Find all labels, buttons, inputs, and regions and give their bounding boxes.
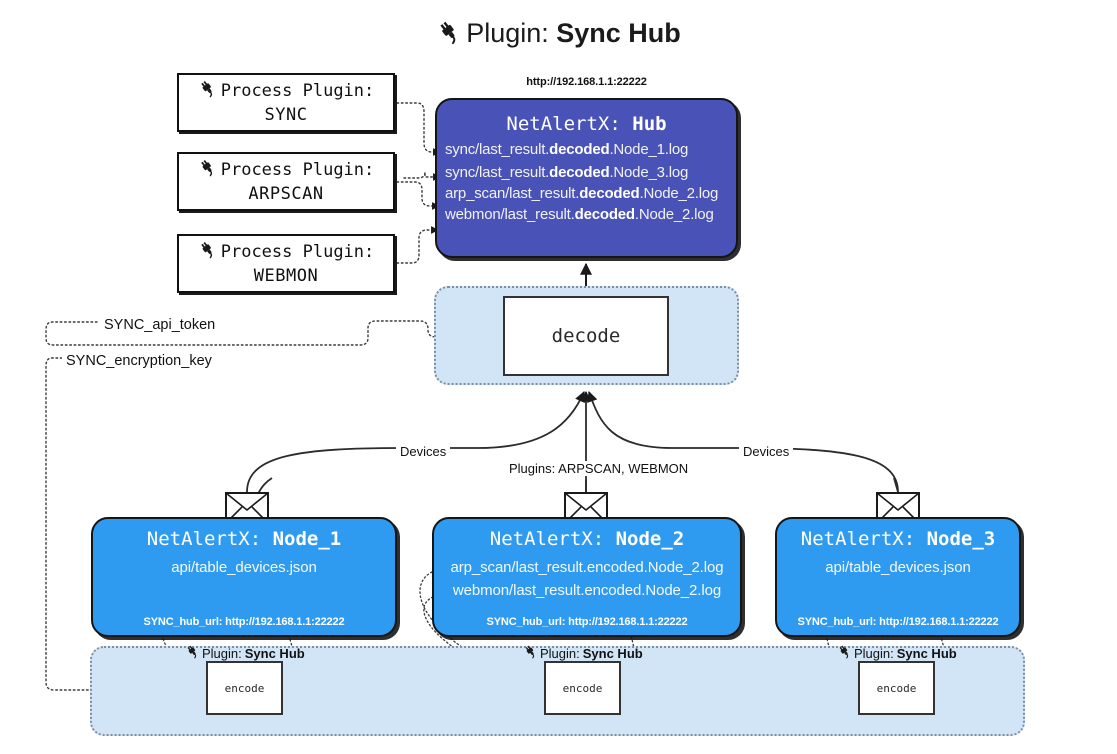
node-resource-line: api/table_devices.json <box>825 559 971 576</box>
plugin-tag-sync-hub: Plugin:Sync Hub <box>185 644 305 662</box>
node-card-node-2[interactable]: NetAlertX: Node_2 arp_scan/last_result.e… <box>432 517 742 637</box>
process-plugin-webmon-box[interactable]: Process Plugin: WEBMON <box>177 234 395 293</box>
plug-icon <box>198 158 217 183</box>
node-hub-url-footer: SYNC_hub_url: http://192.168.1.1:22222 <box>486 616 688 628</box>
sync-encryption-key-label: SYNC_encryption_key <box>62 353 216 369</box>
process-plugin-name: ARPSCAN <box>248 183 324 204</box>
node-title-prefix: NetAlertX: <box>146 528 262 550</box>
plugin-tag-prefix: Plugin: <box>540 645 580 661</box>
plugin-tag-prefix: Plugin: <box>202 645 242 661</box>
hub-title-name: Hub <box>632 113 667 135</box>
node-card-node-1[interactable]: NetAlertX: Node_1 api/table_devices.json… <box>91 517 397 637</box>
node-title-prefix: NetAlertX: <box>800 528 916 550</box>
hub-log-line: sync/last_result.decoded.Node_3.log <box>445 164 689 181</box>
node-resource-line: api/table_devices.json <box>171 559 317 576</box>
node-resource-line: webmon/last_result.encoded.Node_2.log <box>452 582 722 599</box>
node-title-name: Node_3 <box>926 528 996 550</box>
process-plugin-name: SYNC <box>264 104 308 125</box>
plugin-tag-sync-hub: Plugin:Sync Hub <box>837 644 957 662</box>
node-title-name: Node_2 <box>615 528 685 550</box>
encode-box[interactable]: encode <box>206 661 283 715</box>
process-plugin-arpscan-box[interactable]: Process Plugin: ARPSCAN <box>177 152 395 211</box>
page-title: Plugin: Sync Hub <box>0 18 1117 52</box>
hub-log-line: webmon/last_result.decoded.Node_2.log <box>445 206 714 223</box>
hub-title-prefix: NetAlertX: <box>506 113 621 135</box>
hub-log-line: sync/last_result.decoded.Node_1.log <box>445 141 689 158</box>
plug-icon <box>837 644 852 662</box>
plugin-tag-name: Sync Hub <box>582 645 643 661</box>
node-hub-url-footer: SYNC_hub_url: http://192.168.1.1:22222 <box>143 616 345 628</box>
plugin-tag-sync-hub: Plugin:Sync Hub <box>523 644 643 662</box>
plugin-tag-prefix: Plugin: <box>854 645 894 661</box>
encode-box[interactable]: encode <box>858 661 935 715</box>
hub-url-label: http://192.168.1.1:22222 <box>526 76 647 88</box>
process-plugin-label: Process Plugin: <box>220 81 375 102</box>
hub-log-line: arp_scan/last_result.decoded.Node_2.log <box>445 185 719 202</box>
process-plugin-sync-box[interactable]: Process Plugin: SYNC <box>177 73 395 132</box>
hub-node-card[interactable]: NetAlertX: Hub sync/last_result.decoded.… <box>435 98 738 258</box>
process-plugin-label: Process Plugin: <box>220 160 375 181</box>
plugin-tag-name: Sync Hub <box>244 645 305 661</box>
encode-box[interactable]: encode <box>544 661 621 715</box>
node-card-node-3[interactable]: NetAlertX: Node_3 api/table_devices.json… <box>775 517 1021 637</box>
node-hub-url-footer: SYNC_hub_url: http://192.168.1.1:22222 <box>797 616 999 628</box>
edge-label-plugins: Plugins: ARPSCAN, WEBMON <box>505 461 693 476</box>
plug-icon <box>198 79 217 104</box>
edge-label-devices-right: Devices <box>739 444 794 459</box>
plug-icon <box>436 19 462 52</box>
node-title-name: Node_1 <box>272 528 342 550</box>
decode-box[interactable]: decode <box>503 296 669 376</box>
node-resource-line: arp_scan/last_result.encoded.Node_2.log <box>450 559 724 576</box>
node-title: NetAlertX: Node_1 <box>93 528 395 550</box>
process-plugin-label: Process Plugin: <box>220 242 375 263</box>
plug-icon <box>523 644 538 662</box>
sync-api-token-label: SYNC_api_token <box>100 317 220 333</box>
title-name: Sync Hub <box>556 18 681 48</box>
process-plugin-name: WEBMON <box>253 265 319 286</box>
node-title-prefix: NetAlertX: <box>489 528 605 550</box>
plug-icon <box>185 644 200 662</box>
title-prefix: Plugin: <box>466 18 549 48</box>
plugin-tag-name: Sync Hub <box>896 645 957 661</box>
node-title: NetAlertX: Node_3 <box>777 528 1019 550</box>
hub-title: NetAlertX: Hub <box>437 113 736 135</box>
node-title: NetAlertX: Node_2 <box>434 528 740 550</box>
plug-icon <box>198 240 217 265</box>
edge-label-devices-left: Devices <box>396 444 451 459</box>
